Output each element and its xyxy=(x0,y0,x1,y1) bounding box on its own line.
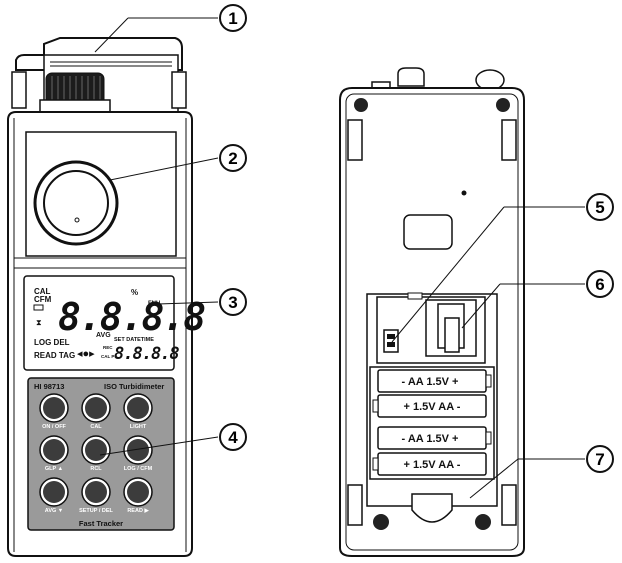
front-view: CAL CFM ⧗ % 8.8.8.8 FNU AVG LOG DEL READ… xyxy=(7,37,207,557)
lcd-display: CAL CFM ⧗ % 8.8.8.8 FNU AVG LOG DEL READ… xyxy=(23,275,207,371)
key-label-glp: GLP ▲ xyxy=(45,466,63,472)
callout-4: 4 xyxy=(219,423,247,451)
key-light[interactable]: LIGHT xyxy=(123,393,153,430)
battery-label-2: + 1.5V AA - xyxy=(404,401,461,413)
lcd-cal: CAL xyxy=(34,287,51,296)
lcd-rec: REC xyxy=(103,345,113,350)
callout-3: 3 xyxy=(219,288,247,316)
battery-2: + 1.5V AA - xyxy=(372,394,487,418)
top-connector-middle xyxy=(397,67,425,87)
key-rcl[interactable]: RCL xyxy=(81,435,111,472)
key-label-light: LIGHT xyxy=(130,424,147,430)
callout-1: 1 xyxy=(219,4,247,32)
lcd-unit: FNU xyxy=(148,301,160,307)
battery-label-4: + 1.5V AA - xyxy=(404,459,461,471)
lcd-small-digits: 8.8.8.8 xyxy=(114,344,179,364)
callout-number-7: 7 xyxy=(595,450,604,469)
foot-top-right xyxy=(501,119,517,161)
key-cal[interactable]: CAL xyxy=(81,393,111,430)
key-label-read: READ ▶ xyxy=(127,507,149,514)
key-read[interactable]: READ ▶ xyxy=(123,477,153,514)
dip-switch xyxy=(383,329,399,353)
callout-5: 5 xyxy=(586,193,614,221)
key-glp-up[interactable]: GLP ▲ xyxy=(39,435,69,472)
cuvette-lid xyxy=(11,37,187,118)
key-setup-del[interactable]: SETUP / DEL xyxy=(79,477,114,514)
instrument-name: ISO Turbidimeter xyxy=(104,382,164,391)
callout-number-2: 2 xyxy=(228,149,237,168)
keypad-panel: HI 98713 ISO Turbidimeter ON / OFF CAL L… xyxy=(27,377,175,531)
lcd-avg: AVG xyxy=(96,332,111,339)
lcd-read-tag: READ TAG xyxy=(34,351,75,360)
callout-number-4: 4 xyxy=(228,428,238,447)
battery-icon xyxy=(33,304,44,311)
hourglass-icon: ⧗ xyxy=(36,318,42,327)
key-label-on-off: ON / OFF xyxy=(42,424,66,430)
lcd-cal-p: CAL P xyxy=(101,354,114,359)
callout-leaders xyxy=(94,17,585,499)
callout-number-6: 6 xyxy=(595,275,604,294)
key-label-rcl: RCL xyxy=(90,466,102,472)
callout-number-1: 1 xyxy=(228,9,237,28)
screw-bottom-right xyxy=(475,514,491,530)
foot-top-left xyxy=(347,119,363,161)
key-label-avg: AVG ▼ xyxy=(45,508,63,514)
key-label-log-cfm: LOG / CFM xyxy=(124,466,153,472)
key-label-cal: CAL xyxy=(90,424,102,430)
screw-top-left xyxy=(354,98,368,112)
lcd-percent: % xyxy=(131,288,138,297)
battery-4: + 1.5V AA - xyxy=(372,452,487,476)
battery-label-3: - AA 1.5V + xyxy=(402,433,459,445)
foot-bottom-right xyxy=(501,484,517,526)
lcd-set-datetime: SET DATETIME xyxy=(114,337,154,343)
label-window xyxy=(403,214,453,250)
navigation-arrows-icon: ◂●▸ xyxy=(77,348,95,360)
battery-latch xyxy=(411,493,453,523)
foot-bottom-left xyxy=(347,484,363,526)
lcd-log-del: LOG DEL xyxy=(34,338,70,347)
back-view: - AA 1.5V + + 1.5V AA - - AA 1.5V + + 1.… xyxy=(339,67,525,557)
model-label: HI 98713 xyxy=(34,382,64,391)
callout-number-3: 3 xyxy=(228,293,237,312)
screw-top-right xyxy=(496,98,510,112)
battery-3: - AA 1.5V + xyxy=(377,426,492,450)
callout-7: 7 xyxy=(586,445,614,473)
key-log-cfm[interactable]: LOG / CFM xyxy=(123,435,153,472)
key-label-setup-del: SETUP / DEL xyxy=(79,508,113,514)
key-avg-down[interactable]: AVG ▼ xyxy=(39,477,69,514)
lcd-cfm: CFM xyxy=(34,295,52,304)
panel-footer: Fast Tracker xyxy=(79,519,123,528)
lcd-main-digits: 8.8.8.8 xyxy=(58,295,205,339)
battery-1: - AA 1.5V + xyxy=(377,369,492,393)
callout-number-5: 5 xyxy=(595,198,604,217)
key-on-off[interactable]: ON / OFF xyxy=(39,393,69,430)
screw-bottom-left xyxy=(373,514,389,530)
battery-label-1: - AA 1.5V + xyxy=(402,376,459,388)
callout-2: 2 xyxy=(219,144,247,172)
callout-6: 6 xyxy=(586,270,614,298)
